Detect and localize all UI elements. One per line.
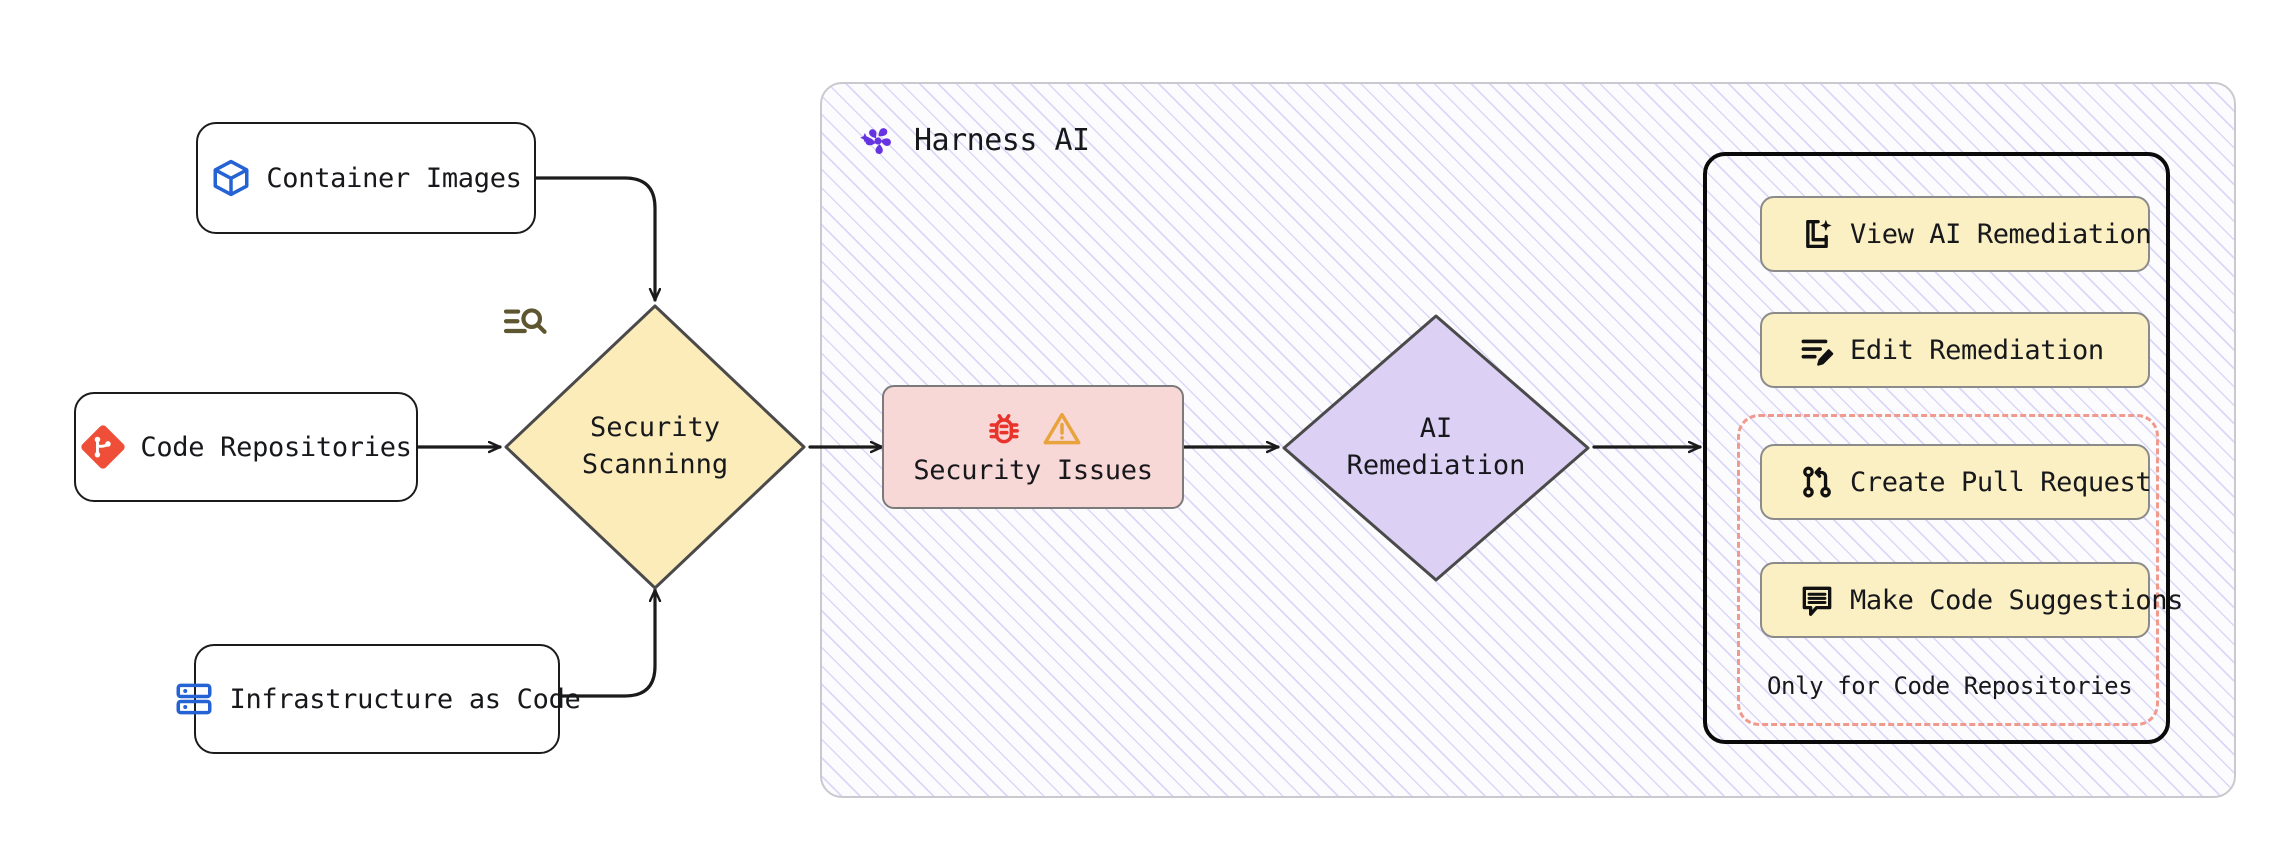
- node-security-issues[interactable]: Security Issues: [882, 385, 1184, 509]
- node-container-images[interactable]: Container Images: [196, 122, 536, 234]
- action-view-ai-remediation[interactable]: View AI Remediation: [1760, 196, 2152, 272]
- harness-ai-label: Harness AI: [914, 122, 1090, 158]
- action-label: Create Pull Request: [1850, 466, 2152, 498]
- remediation-actions-box: [1703, 152, 2170, 744]
- node-label: Infrastructure as Code: [229, 683, 581, 715]
- action-label: View AI Remediation: [1850, 218, 2152, 250]
- action-label: Make Code Suggestions: [1850, 584, 2183, 616]
- action-make-code-suggestions[interactable]: Make Code Suggestions: [1760, 562, 2183, 638]
- node-ai-remediation[interactable]: AI Remediation: [1278, 310, 1594, 586]
- action-label: Edit Remediation: [1850, 334, 2104, 366]
- issues-label: Security Issues: [913, 454, 1153, 486]
- edge-iac-to-scanning: [558, 588, 655, 698]
- issue-icon-group: [984, 409, 1082, 449]
- warning-triangle-icon: [1043, 412, 1081, 444]
- action-create-pull-request[interactable]: Create Pull Request: [1760, 444, 2152, 520]
- git-icon: [81, 425, 126, 469]
- action-edit-remediation[interactable]: Edit Remediation: [1760, 312, 2150, 388]
- lines-pencil-icon: [1801, 339, 1834, 366]
- node-label: Container Images: [266, 162, 522, 194]
- node-label: Code Repositories: [140, 431, 412, 463]
- code-repositories-only-group: [1737, 414, 2159, 726]
- harness-pinwheel-logo: [860, 128, 891, 154]
- bug-icon: [989, 413, 1019, 443]
- node-code-repositories[interactable]: Code Repositories: [74, 392, 418, 502]
- node-security-scanning[interactable]: Security Scanninng: [500, 300, 810, 594]
- document-sparkle-icon: [1806, 219, 1832, 249]
- pull-request-icon: [1803, 466, 1831, 498]
- server-stack-icon: [176, 683, 212, 715]
- node-infrastructure-as-code[interactable]: Infrastructure as Code: [176, 644, 581, 754]
- dashed-group-caption: Only for Code Repositories: [1767, 672, 2133, 700]
- edge-container-images-to-scanning: [533, 176, 655, 302]
- comment-lines-icon: [1802, 586, 1832, 616]
- container-box-icon: [213, 159, 249, 197]
- harness-ai-title: Harness AI: [856, 118, 1090, 162]
